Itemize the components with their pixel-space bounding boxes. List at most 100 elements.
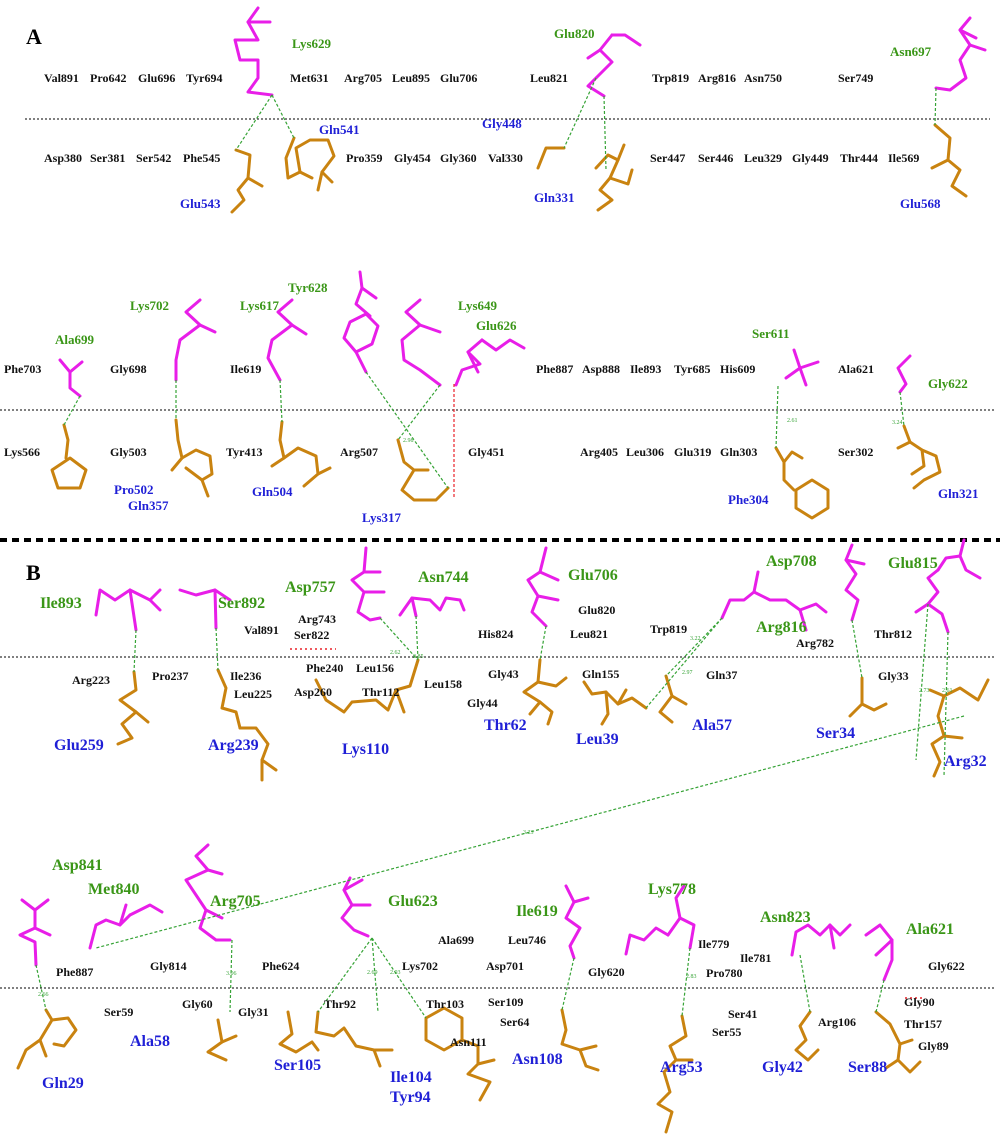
chain-b-label: Leu39: [576, 731, 619, 748]
residue-label: Met631: [290, 71, 329, 85]
chain-b-label: Phe304: [728, 492, 769, 507]
chain-a-label: Asp757: [285, 579, 336, 596]
residue-label: Gly449: [792, 151, 829, 165]
residue-stick: [18, 898, 38, 967]
residue-stick: [896, 354, 912, 394]
residue-label: Asp888: [582, 362, 620, 376]
hydrogen-bond: [35, 964, 47, 1011]
chain-b-label: Gln357: [128, 498, 169, 513]
residue-label: Val330: [488, 151, 523, 165]
residue-stick: [610, 33, 642, 47]
residue-stick: [284, 136, 314, 180]
residue-stick: [148, 588, 162, 602]
residue-stick: [798, 608, 808, 632]
chain-a-label: Ala621: [906, 921, 954, 938]
chain-a-label: Arg705: [210, 893, 261, 910]
residue-label: Gly360: [440, 151, 477, 165]
residue-stick: [560, 1008, 600, 1072]
chain-a-label: Ser611: [752, 326, 790, 341]
residue-label: Glu696: [138, 71, 175, 85]
chain-a-label: Asn697: [890, 44, 932, 59]
chain-b-label: Tyr94: [390, 1089, 431, 1106]
residue-label: Ser109: [488, 995, 523, 1009]
residue-label: Leu306: [626, 445, 664, 459]
residue-stick: [466, 350, 480, 374]
panel-b-chain-labels: Ile893 Ser892 Asp757 Asn744 Glu706 Asp70…: [40, 553, 987, 1106]
residue-stick: [528, 700, 542, 716]
residue-label: Tyr694: [186, 71, 222, 85]
chain-b-label: Ser88: [848, 1059, 887, 1076]
chain-a-label: Glu815: [888, 555, 938, 572]
residue-label: Ile569: [888, 151, 919, 165]
bond-distance-label: 2.93: [390, 970, 401, 976]
residue-label: Phe887: [536, 362, 573, 376]
residue-label: Thr112: [362, 685, 399, 699]
residue-label: Gln37: [706, 668, 737, 682]
chain-a-label: Glu820: [554, 26, 594, 41]
residue-label: Gly454: [394, 151, 431, 165]
hydrogen-bond: [561, 957, 575, 1011]
residue-stick: [316, 466, 332, 476]
residue-label: Arg507: [340, 445, 378, 459]
residue-stick: [394, 688, 406, 714]
residue-stick: [578, 1044, 598, 1052]
residue-label: Ser822: [294, 628, 329, 642]
hydrogen-bond: [229, 939, 233, 1013]
chain-b-label: Ala58: [130, 1033, 170, 1050]
residue-label: Ile893: [630, 362, 661, 376]
residue-stick: [116, 670, 138, 746]
residue-label: Leu225: [234, 687, 272, 701]
residue-label: Leu329: [744, 151, 782, 165]
residue-stick: [342, 878, 364, 892]
residue-stick: [314, 658, 420, 714]
residue-stick: [314, 1010, 382, 1068]
chain-b-label: Ser34: [816, 725, 855, 742]
residue-stick: [882, 938, 894, 982]
chain-b-label: Glu259: [54, 737, 104, 754]
residue-label: Ser59: [104, 1005, 133, 1019]
chain-b-label: Gly42: [762, 1059, 803, 1076]
residue-label: Ile236: [230, 669, 261, 683]
residue-label: Asn111: [450, 1035, 487, 1049]
chain-b-label: Pro502: [114, 482, 153, 497]
residue-stick: [616, 143, 626, 162]
residue-stick: [400, 298, 442, 387]
residue-stick: [958, 538, 966, 558]
hydrogen-bond: [943, 631, 949, 777]
residue-stick: [564, 884, 582, 960]
residue-stick: [586, 48, 602, 60]
bond-distance-label: 2.83: [686, 974, 697, 980]
hydrogen-bond: [415, 615, 419, 661]
hydrogen-bond: [899, 391, 905, 427]
residue-label: Glu820: [578, 603, 615, 617]
residue-stick: [752, 570, 760, 594]
residue-stick: [200, 478, 210, 498]
residue-label: Arg743: [298, 612, 336, 626]
chain-b-label: Arg53: [660, 1059, 703, 1076]
residue-stick: [536, 594, 560, 602]
residue-stick: [884, 1058, 900, 1070]
residue-stick: [930, 694, 946, 778]
residue-stick: [582, 680, 648, 710]
chain-b-label: Glu568: [900, 196, 941, 211]
residue-stick: [454, 338, 484, 387]
chain-a-label: Arg816: [756, 619, 807, 636]
bond-distance-label: 2.69: [367, 970, 378, 976]
residue-label: Arg705: [344, 71, 382, 85]
panel-a-residues: Val891 Pro642 Glu696 Tyr694 Met631 Arg70…: [4, 71, 919, 459]
residue-stick: [174, 298, 202, 382]
bond-distance-label: 3.24: [892, 420, 903, 426]
bond-distance-label: 2.85: [413, 654, 424, 660]
residue-label: Asn750: [744, 71, 782, 85]
residue-stick: [350, 546, 382, 622]
residue-stick: [586, 33, 614, 98]
residue-label: Ser542: [136, 151, 171, 165]
residue-label: Leu156: [356, 661, 394, 675]
residue-label: Trp819: [650, 622, 687, 636]
residue-label: Ser749: [838, 71, 873, 85]
residue-stick: [536, 676, 568, 688]
residue-stick: [798, 366, 808, 387]
residue-stick: [184, 843, 232, 942]
residue-stick: [928, 678, 990, 702]
residue-stick: [460, 1038, 492, 1102]
